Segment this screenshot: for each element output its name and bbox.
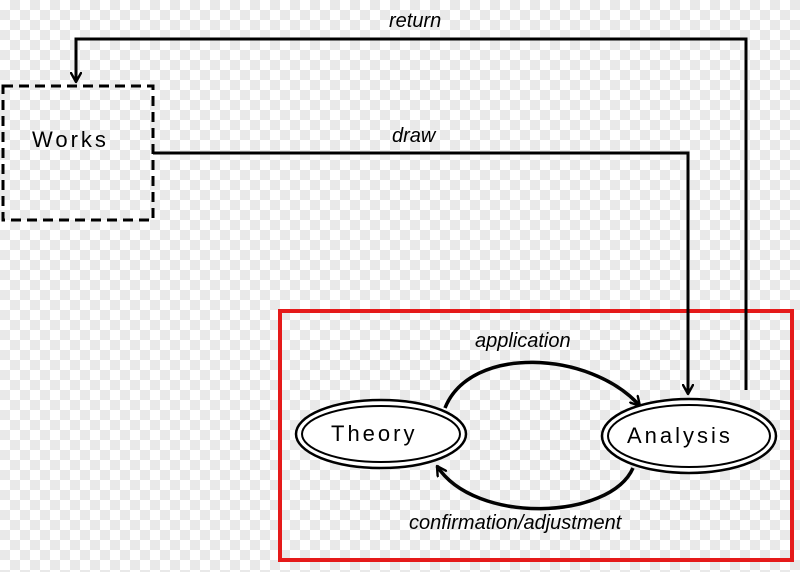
draw-label: draw	[392, 125, 436, 147]
application-arrow	[443, 360, 642, 409]
highlight-frame	[278, 309, 794, 562]
analysis-label: Analysis	[627, 423, 733, 448]
application-label: application	[475, 330, 571, 352]
confirmation-arrow	[435, 466, 635, 511]
theory-label: Theory	[331, 421, 418, 446]
analysis-node[interactable]	[600, 397, 778, 475]
draw-arrow	[153, 151, 688, 394]
return-arrow	[76, 37, 748, 390]
works-label: Works	[32, 127, 109, 152]
return-label: return	[389, 10, 442, 32]
confirmation-label: confirmation/adjustment	[409, 512, 622, 534]
theory-node[interactable]	[294, 398, 468, 470]
works-node[interactable]	[1, 84, 155, 222]
